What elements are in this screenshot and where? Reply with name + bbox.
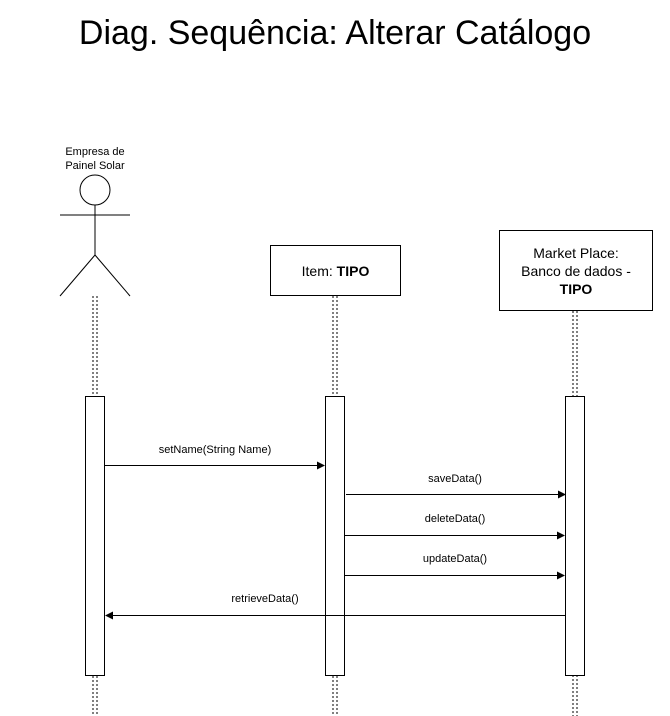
participant-item-prefix: Item: [301, 262, 337, 279]
actor-right-leg [94, 254, 131, 297]
message-label-retrievedata: retrieveData() [231, 593, 299, 605]
message-arrow-retrievedata [105, 611, 565, 620]
message-label-setname: setName(String Name) [158, 444, 272, 456]
diagram-title: Diag. Sequência: Alterar Catálogo [78, 14, 592, 52]
market-activation-bar [565, 396, 585, 676]
message-label-updatedata: updateData() [422, 553, 488, 565]
item-activation-bar [325, 396, 345, 676]
actor-left-leg [59, 254, 96, 297]
actor-head [79, 174, 111, 206]
message-arrow-setname [105, 461, 325, 470]
actor-activation-bar [85, 396, 105, 676]
message-label-deletedata: deleteData() [424, 513, 486, 525]
participant-market-type: TIPO [559, 280, 593, 297]
participant-market-line2: Banco de dados - [521, 262, 631, 279]
participant-market-place: Market Place: Banco de dados - TIPO [499, 230, 653, 311]
actor-label: Empresa de Painel Solar [40, 145, 150, 173]
message-arrow-savedata [346, 490, 566, 499]
participant-item: Item: TIPO [270, 245, 401, 296]
actor-stick-figure [59, 174, 131, 297]
participant-item-type: TIPO [336, 262, 370, 279]
actor-label-line2: Painel Solar [65, 160, 125, 172]
message-label-savedata: saveData() [428, 473, 482, 485]
participant-market-line1: Market Place: [533, 244, 619, 261]
message-arrow-deletedata [345, 531, 565, 540]
actor-label-line1: Empresa de [65, 146, 125, 158]
message-arrow-updatedata [345, 571, 565, 580]
